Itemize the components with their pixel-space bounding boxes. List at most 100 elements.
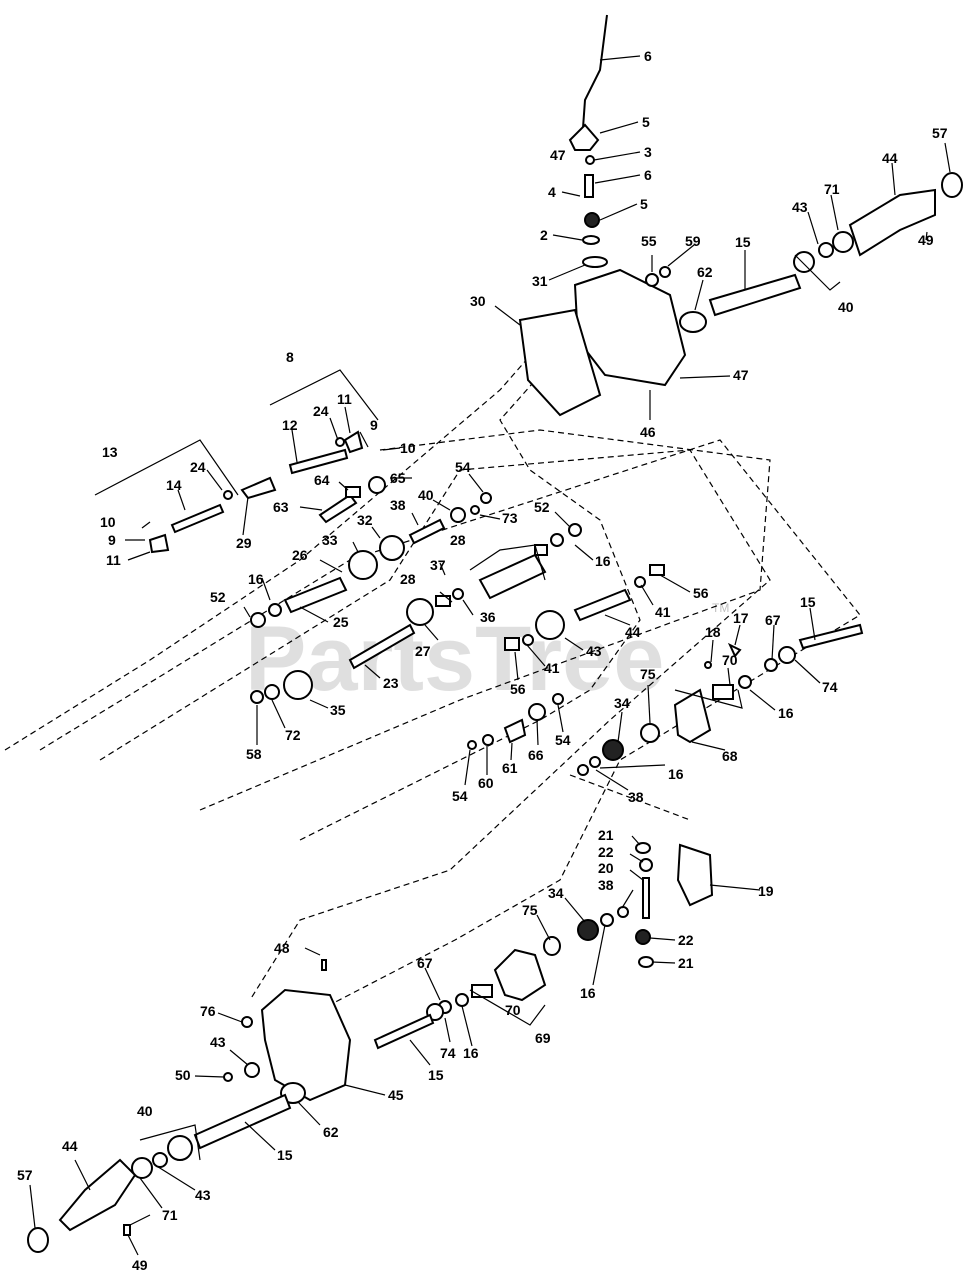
gear-cluster-36 (478, 553, 547, 600)
callout-76-lower: 74 (440, 1045, 456, 1061)
callout-37: 37 (430, 557, 446, 573)
callout-76-right: 74 (822, 679, 838, 695)
pin-7 (584, 174, 594, 198)
group-brackets (94, 254, 841, 1161)
bearing-59 (250, 690, 264, 704)
callout-40: 40 (418, 487, 434, 503)
callout-42-lower: 40 (137, 1103, 153, 1119)
callout-28-upper: 28 (450, 532, 466, 548)
ring-2 (582, 235, 600, 245)
callout-72-top: 71 (824, 181, 840, 197)
callout-16-f: 16 (463, 1045, 479, 1061)
washer-45-lower (244, 1062, 260, 1078)
callout-16-c: 16 (778, 705, 794, 721)
bearing-56 (645, 273, 659, 287)
ring-gear-19 (676, 843, 714, 907)
callout-77-lower: 75 (522, 902, 538, 918)
screw-52 (223, 1072, 233, 1082)
leader-lines (29, 55, 951, 1256)
callout-6: 5 (640, 196, 648, 212)
callout-71-upper: 70 (722, 652, 738, 668)
carrier-69 (673, 688, 712, 744)
callout-56: 55 (641, 233, 657, 249)
bevel-gear-34-a (602, 739, 624, 761)
callout-74: 73 (502, 510, 518, 526)
callout-28-lower: 28 (400, 571, 416, 587)
watermark: PartsTree (245, 608, 664, 710)
bearing-42-top (793, 251, 815, 273)
callout-24-lower: 24 (190, 459, 206, 475)
callout-47: 45 (388, 1087, 404, 1103)
washer-16-b (550, 533, 564, 547)
callout-35: 35 (330, 702, 346, 718)
callout-15-right: 15 (800, 594, 816, 610)
axle-15-lower (193, 1093, 292, 1150)
shaft-39 (408, 518, 446, 545)
bearing-54-a (250, 612, 266, 628)
gear-33 (348, 550, 378, 580)
seal-60 (659, 266, 671, 278)
bearing-63 (679, 311, 707, 333)
callout-4: 4 (548, 184, 556, 200)
callout-69: 68 (722, 748, 738, 764)
callout-44: 44 (625, 624, 641, 640)
callout-52: 50 (175, 1067, 191, 1083)
shaft-44 (573, 588, 632, 622)
gasket-30 (518, 308, 602, 417)
differential-upper (577, 623, 864, 776)
callout-10-lower: 10 (100, 514, 116, 530)
callout-51-lower: 49 (132, 1257, 148, 1273)
callout-5: 5 (642, 114, 650, 130)
washer-38-b (617, 906, 629, 918)
washer-74 (470, 505, 480, 515)
gear-66 (368, 476, 386, 494)
callout-57-right: 56 (693, 585, 709, 601)
bearing-42-lower (167, 1135, 193, 1161)
washer-16-c (738, 675, 752, 689)
callout-20: 20 (598, 860, 614, 876)
pin-18 (704, 661, 712, 669)
washer-41-b (522, 634, 534, 646)
shaft-64 (318, 493, 358, 524)
callout-65: 64 (314, 472, 330, 488)
seal-58-lower (27, 1227, 49, 1253)
washer-73 (264, 684, 280, 700)
pin-50 (321, 959, 327, 971)
spacer-28-a (435, 595, 451, 607)
callout-77-upper: 75 (640, 666, 656, 682)
shaft-25 (283, 576, 348, 614)
gear-32 (379, 535, 405, 561)
callout-54-left: 52 (210, 589, 226, 605)
callout-36: 36 (480, 609, 496, 625)
thrust-washer-77-a (640, 723, 660, 743)
callout-49-top: 47 (550, 147, 566, 163)
callout-21-upper: 21 (598, 827, 614, 843)
callout-33: 33 (322, 532, 338, 548)
gear-train (250, 476, 665, 704)
callout-22-lower: 22 (678, 932, 694, 948)
callout-30: 30 (470, 293, 486, 309)
callout-63-lower: 62 (323, 1124, 339, 1140)
oring-72-top (832, 231, 854, 253)
washer-41-a (634, 576, 646, 588)
washer-45-b (152, 1152, 168, 1168)
shift-rail-assembly (148, 430, 364, 554)
gear-35 (283, 670, 313, 700)
callout-34-lower: 34 (548, 885, 564, 901)
seal-31 (582, 256, 608, 268)
callout-24-upper: 24 (313, 403, 329, 419)
ball-24-lower (223, 490, 233, 500)
differential-lower (373, 842, 714, 1050)
callout-64: 63 (273, 499, 289, 515)
case-47 (260, 988, 352, 1102)
shaft-23 (348, 623, 416, 670)
callout-23: 23 (383, 675, 399, 691)
callout-labels: 6 5 47 3 6 4 5 2 31 30 55 59 62 15 43 71… (17, 48, 948, 1273)
callout-72-lower: 71 (162, 1207, 178, 1223)
axle-15-top (708, 273, 802, 317)
callout-38-upper: 38 (628, 789, 644, 805)
callout-15-lower-short: 15 (428, 1067, 444, 1083)
upper-case-half (518, 172, 963, 417)
callout-29: 29 (236, 535, 252, 551)
callout-48: 46 (640, 424, 656, 440)
